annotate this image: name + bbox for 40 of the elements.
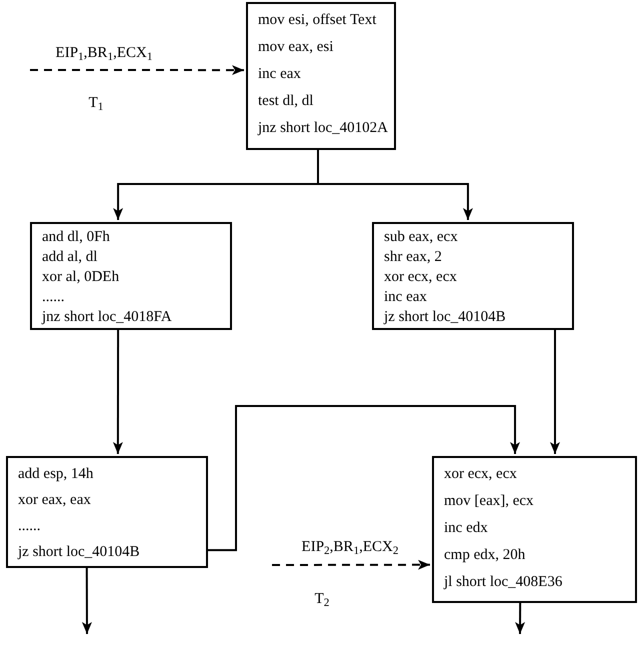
code-block-box: [246, 2, 396, 150]
edge-label: EIP$_{1}$,BR$_{1}$,ECX$_{1}$: [56, 44, 152, 62]
arrow: [515, 603, 526, 634]
code-line: inc eax: [384, 288, 427, 307]
dashed-arrow: [272, 560, 430, 570]
code-line: and dl, 0Fh: [42, 228, 110, 247]
code-block-box: [372, 222, 574, 330]
arrow: [550, 330, 560, 454]
code-line: add esp, 14h: [18, 465, 94, 484]
arrow: [112, 330, 123, 454]
code-line: jnz short loc_40102A: [258, 119, 388, 138]
code-line: ......: [18, 517, 40, 536]
arrow: [82, 568, 92, 634]
code-line: mov esi, offset Text: [258, 11, 376, 30]
edge-label: EIP$_{2}$,BR$_{1}$,ECX$_{2}$: [302, 538, 398, 556]
code-line: inc eax: [258, 65, 301, 84]
code-line: jz short loc_40104B: [384, 308, 506, 327]
code-block-box: [6, 456, 208, 568]
code-line: test dl, dl: [258, 92, 314, 111]
code-line: shr eax, 2: [384, 248, 442, 267]
code-line: inc edx: [444, 519, 488, 538]
time-label: T$_{2}$: [314, 590, 330, 608]
code-line: add al, dl: [42, 248, 98, 267]
code-line: mov [eax], ecx: [444, 492, 534, 511]
code-line: xor al, 0DEh: [42, 268, 120, 287]
code-line: sub eax, ecx: [384, 228, 458, 247]
code-line: jz short loc_40104B: [18, 543, 140, 562]
code-block-box: [30, 222, 232, 330]
code-line: mov eax, esi: [258, 38, 334, 57]
code-line: ......: [42, 288, 64, 307]
code-line: xor ecx, ecx: [444, 465, 517, 484]
code-line: xor eax, eax: [18, 491, 91, 510]
code-line: jnz short loc_4018FA: [42, 308, 172, 327]
code-line: jl short loc_408E36: [444, 573, 562, 592]
arrow: [208, 405, 520, 552]
code-line: xor ecx, ecx: [384, 268, 457, 287]
code-line: cmp edx, 20h: [444, 546, 526, 565]
time-label: T$_{1}$: [88, 94, 104, 112]
code-block-box: [432, 456, 637, 603]
dashed-arrow: [30, 65, 244, 76]
